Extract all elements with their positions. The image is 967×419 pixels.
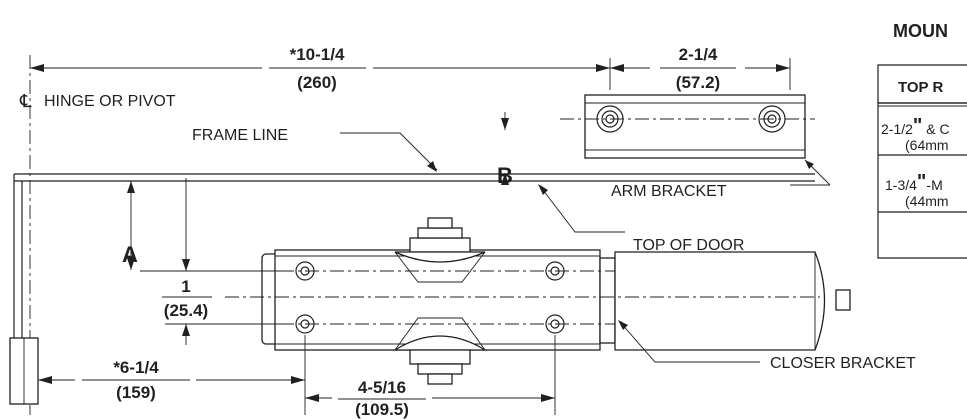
mounting-table (877, 64, 967, 259)
centerline-symbol: ℄ (19, 91, 32, 111)
vertical-dimension-inches: 1 (181, 277, 190, 296)
letter-a: A (122, 242, 138, 267)
hinge-offset-mm: (159) (116, 383, 156, 402)
bracket-width-mm: (109.5) (355, 400, 409, 419)
closer-bracket-leader (619, 321, 760, 363)
arm-bracket (560, 94, 815, 159)
door-closer (225, 217, 851, 385)
bracket-width-inches: 4-5/16 (358, 378, 406, 397)
overall-dimension-mm: (260) (297, 73, 337, 92)
frame-line-leader (340, 132, 438, 171)
closer-bracket-label: CLOSER BRACKET (770, 355, 916, 372)
frame-and-door (9, 173, 815, 405)
top-of-door-leader (539, 185, 625, 233)
table-row2-line1: 1-3/4"-M (885, 171, 943, 193)
letter-b: B (497, 163, 513, 188)
arm-bracket-dimension-inches: 2-1/4 (679, 45, 718, 64)
table-row2-line2: (44mm (905, 193, 949, 209)
frame-line-label: FRAME LINE (192, 127, 288, 144)
hinge-offset-inches: *6-1/4 (113, 358, 159, 377)
arm-bracket-dimension (610, 58, 791, 90)
arm-bracket-dimension-mm: (57.2) (676, 73, 720, 92)
table-header: TOP R (898, 79, 943, 96)
hinge-pivot-label: HINGE OR PIVOT (44, 93, 176, 110)
bracket-width-dimension (305, 335, 556, 415)
hinge-offset-dimension (38, 335, 306, 415)
table-row1-line2: (64mm (905, 137, 949, 153)
mounting-title: MOUN (893, 21, 948, 41)
overall-dimension (30, 58, 611, 90)
a-dimension (127, 181, 135, 270)
overall-dimension-inches: *10-1/4 (290, 45, 345, 64)
vertical-dimension (140, 178, 280, 345)
top-of-door-label: TOP OF DOOR (633, 237, 744, 254)
b-dimension (501, 112, 509, 185)
arm-bracket-label: ARM BRACKET (611, 183, 727, 200)
vertical-dimension-mm: (25.4) (164, 301, 208, 320)
table-row1-line1: 2-1/2" & C (881, 115, 950, 137)
